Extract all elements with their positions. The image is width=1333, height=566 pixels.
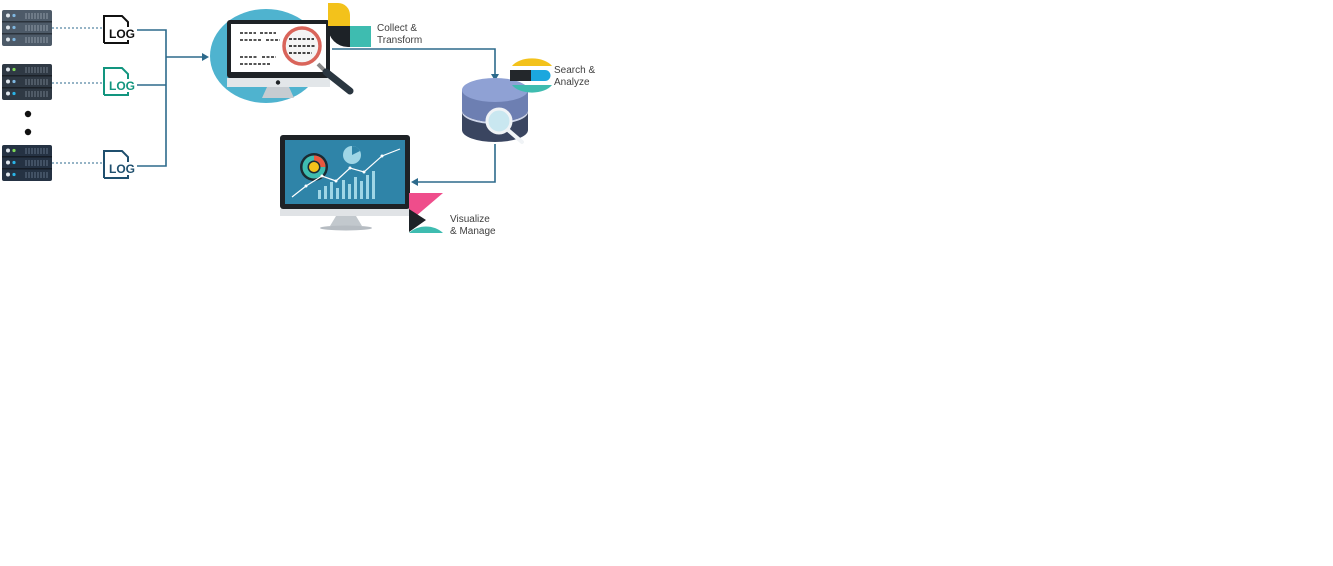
monitor-magnifier-icon bbox=[210, 9, 354, 103]
database-search-icon bbox=[462, 78, 528, 144]
arrowhead bbox=[202, 53, 209, 61]
log-label: LOG bbox=[109, 27, 135, 41]
logstash-logo-icon bbox=[328, 3, 371, 47]
collect-search-connector bbox=[332, 48, 496, 74]
collect-transform-label: Collect & Transform bbox=[377, 23, 422, 46]
visualize-manage-label: Visualize & Manage bbox=[450, 214, 496, 237]
log-file-icon: LOG bbox=[103, 150, 135, 179]
kibana-logo-icon bbox=[409, 193, 443, 233]
dashboard-monitor-icon bbox=[280, 135, 410, 231]
log-label: LOG bbox=[109, 79, 135, 93]
elasticsearch-logo-icon bbox=[510, 58, 552, 93]
server-log-dashed-connectors bbox=[52, 27, 103, 164]
log-file-icon: LOG bbox=[103, 15, 135, 44]
server-icon bbox=[2, 64, 52, 100]
log-file-icon: LOG bbox=[103, 67, 135, 96]
server-icon bbox=[2, 145, 52, 181]
ellipsis-dots bbox=[24, 110, 32, 136]
log-label: LOG bbox=[109, 162, 135, 176]
arrowhead bbox=[491, 74, 499, 81]
server-icon bbox=[2, 10, 52, 46]
search-visualize-connector bbox=[418, 144, 496, 183]
log-merge-connector bbox=[137, 29, 202, 167]
search-analyze-label: Search & Analyze bbox=[554, 65, 598, 88]
arrowhead bbox=[411, 178, 418, 186]
